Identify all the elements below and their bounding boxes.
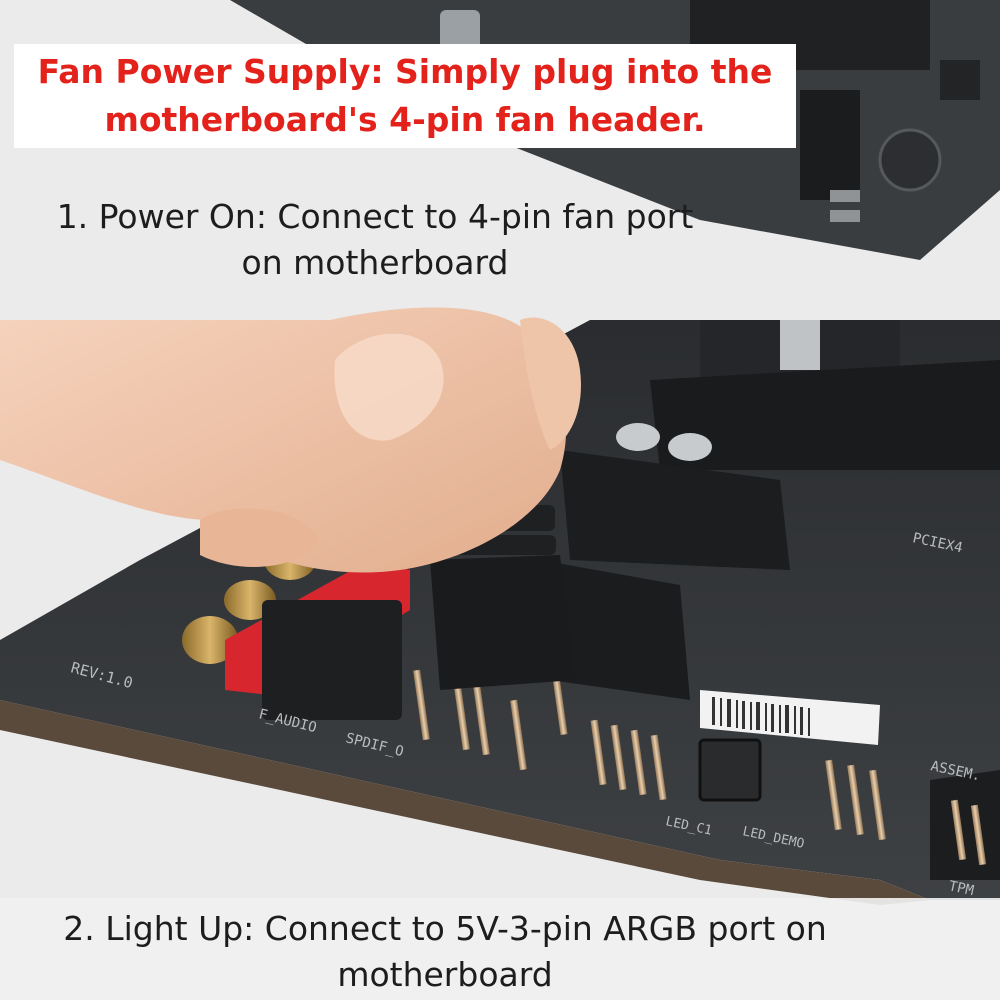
step2-line-1: 2. Light Up: Connect to 5V-3-pin ARGB po… xyxy=(63,909,827,948)
hand xyxy=(0,307,581,573)
heading-box: Fan Power Supply: Simply plug into the m… xyxy=(14,44,796,148)
audio-header xyxy=(262,600,402,720)
step1-line-2: on motherboard xyxy=(241,243,509,282)
header-pins xyxy=(413,654,987,866)
step2-caption: 2. Light Up: Connect to 5V-3-pin ARGB po… xyxy=(20,906,870,998)
label-tpm: TPM xyxy=(947,878,975,899)
step2-line-2: motherboard xyxy=(337,955,553,994)
step1-line-1: 1. Power On: Connect to 4-pin fan port xyxy=(56,197,694,236)
heading-line-1: Fan Power Supply: Simply plug into the xyxy=(37,52,773,91)
step1-caption: 1. Power On: Connect to 4-pin fan port o… xyxy=(10,194,740,286)
heading-line-2: motherboard's 4-pin fan header. xyxy=(104,100,706,139)
